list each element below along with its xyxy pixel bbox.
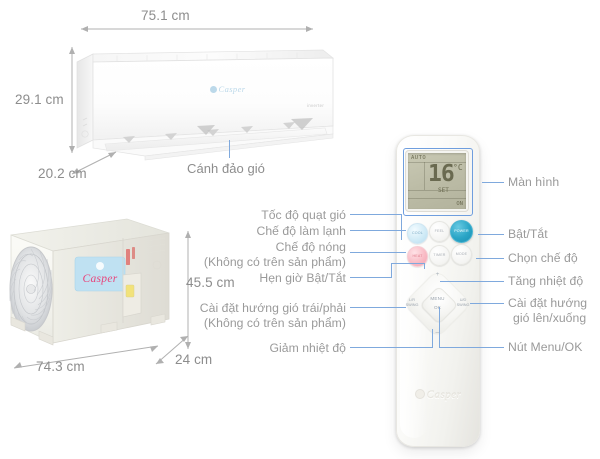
indoor-depth-dimension-arrow (71, 151, 117, 175)
callout-menu-ok-leader-v (439, 307, 440, 348)
remote-button-mode[interactable]: MODE (451, 244, 472, 265)
remote-button-power-label: POWER (454, 228, 469, 233)
callout-temp-up-leader (440, 281, 504, 282)
indoor-unit-illustration: inverter Casper (75, 34, 340, 164)
remote-logo-text: Casper (426, 389, 462, 401)
callout-lr-swing-leader (350, 307, 406, 308)
remote-button-power[interactable]: POWER (450, 220, 473, 243)
callout-menu-ok-leader (440, 347, 504, 348)
callout-cool-mode: Chế độ làm lạnh (256, 224, 346, 238)
indoor-unit-svg: inverter (76, 49, 334, 161)
callout-fan-speed: Tốc độ quạt gió (261, 208, 346, 222)
callout-temp-down-leader (350, 347, 433, 348)
remote-button-feel[interactable]: FEEL (429, 221, 450, 242)
remote-brand-logo: Casper (396, 389, 480, 401)
casper-logo-text: Casper (218, 84, 246, 94)
callout-fan-speed-leader-v (401, 214, 402, 240)
callout-ud-swing-line2: gió lên/xuống (513, 311, 587, 325)
swing-louver-leader-line (229, 140, 230, 158)
indoor-height-dimension-arrow (69, 47, 75, 153)
remote-button-temp-down[interactable]: – (435, 329, 440, 337)
callout-heat-mode-note: (Không có trên sản phẩm) (203, 255, 346, 269)
remote-logo-mark (414, 389, 425, 399)
remote-button-timer[interactable]: TIMER (429, 245, 450, 266)
remote-button-mode-label: MODE (455, 251, 468, 256)
indoor-width-dimension-arrow (81, 26, 313, 32)
remote-button-menu-label: MENU (430, 296, 445, 301)
remote-lcd-frame: AUTO 16 °C SET ON (405, 150, 469, 212)
outdoor-depth-label: 24 cm (175, 352, 213, 367)
callout-timer-leader-v2 (424, 263, 425, 269)
callout-fan-speed-leader (350, 214, 402, 215)
callout-temp-down-leader-v (432, 329, 433, 348)
lcd-top-indicator: AUTO (411, 155, 427, 161)
outdoor-height-label: 45.5 cm (186, 275, 235, 290)
callout-power: Bật/Tắt (508, 227, 548, 241)
callout-screen: Màn hình (508, 175, 560, 189)
remote-button-temp-up[interactable]: + (435, 271, 440, 278)
remote-button-lr-swing[interactable]: L/R SWING (404, 298, 420, 307)
remote-button-ud-swing[interactable]: U/D SWING (455, 298, 471, 307)
remote-button-heat[interactable]: HEAT (407, 246, 428, 267)
callout-timer-leader-h (350, 277, 392, 278)
lcd-bottom-indicator: ON (456, 201, 463, 207)
callout-mode-select-leader (476, 258, 504, 259)
callout-temp-up: Tăng nhiệt độ (508, 274, 584, 288)
remote-button-ud-swing-line2: SWING (456, 302, 470, 307)
callout-mode-select: Chọn chế độ (508, 251, 578, 265)
outdoor-height-dimension-arrow (185, 231, 191, 349)
callout-menu-ok: Nút Menu/OK (508, 340, 583, 354)
lcd-temperature-value: 16 (428, 161, 455, 187)
callout-temp-down: Giảm nhiệt độ (269, 341, 346, 355)
outdoor-width-label: 74.3 cm (36, 359, 85, 374)
indoor-unit-brand-logo: Casper (210, 84, 245, 94)
callout-power-leader (478, 234, 504, 235)
indoor-depth-label: 20.2 cm (38, 166, 87, 181)
remote-button-feel-label: FEEL (434, 228, 445, 233)
lcd-mid-indicator: SET (438, 187, 449, 194)
remote-control[interactable]: AUTO 16 °C SET ON COOL FEEL POWER HEAT T… (396, 135, 480, 447)
callout-timer-leader-v (391, 263, 392, 278)
callout-timer-leader-h2 (391, 263, 425, 264)
callout-swing-louver: Cánh đảo gió (187, 161, 265, 176)
callout-heat-mode-leader (350, 252, 406, 253)
remote-button-lr-swing-line1: L/R (409, 298, 415, 302)
lcd-temperature-unit: °C (453, 163, 463, 172)
callout-screen-leader (482, 182, 504, 183)
remote-button-ud-swing-line1: U/D (459, 298, 467, 302)
svg-text:Casper: Casper (82, 273, 117, 285)
callout-lr-swing-note: (Không có trên sản phẩm) (203, 316, 346, 330)
callout-ud-swing-line1: Cài đặt hướng (508, 296, 588, 310)
casper-logo-mark (210, 86, 217, 93)
remote-button-heat-label: HEAT (412, 253, 423, 258)
indoor-height-label: 29.1 cm (15, 92, 64, 107)
outdoor-unit-illustration: Casper (5, 213, 205, 363)
callout-timer-on-off: Hẹn giờ Bật/Tắt (259, 271, 346, 285)
callout-ud-swing-leader (470, 303, 504, 304)
indoor-width-label: 75.1 cm (141, 8, 190, 23)
callout-lr-swing: Cài đặt hướng gió trái/phải (199, 301, 346, 315)
outdoor-unit-svg: Casper (9, 218, 170, 346)
remote-button-cool-label: COOL (412, 230, 423, 235)
remote-button-lr-swing-line2: SWING (405, 302, 419, 307)
outdoor-depth-dimension-arrow (155, 335, 189, 365)
remote-button-ok-label: OK (433, 305, 442, 310)
remote-dpad[interactable]: + – L/R SWING U/D SWING MENU OK (403, 269, 472, 338)
callout-heat-mode: Chế độ nóng (275, 240, 346, 254)
svg-text:inverter: inverter (307, 103, 324, 108)
callout-cool-mode-leader (350, 230, 406, 231)
remote-lcd-screen: AUTO 16 °C SET ON (408, 153, 466, 209)
remote-button-cool[interactable]: COOL (407, 223, 428, 244)
outdoor-width-dimension-arrow (13, 345, 159, 369)
remote-button-timer-label: TIMER (433, 252, 446, 257)
